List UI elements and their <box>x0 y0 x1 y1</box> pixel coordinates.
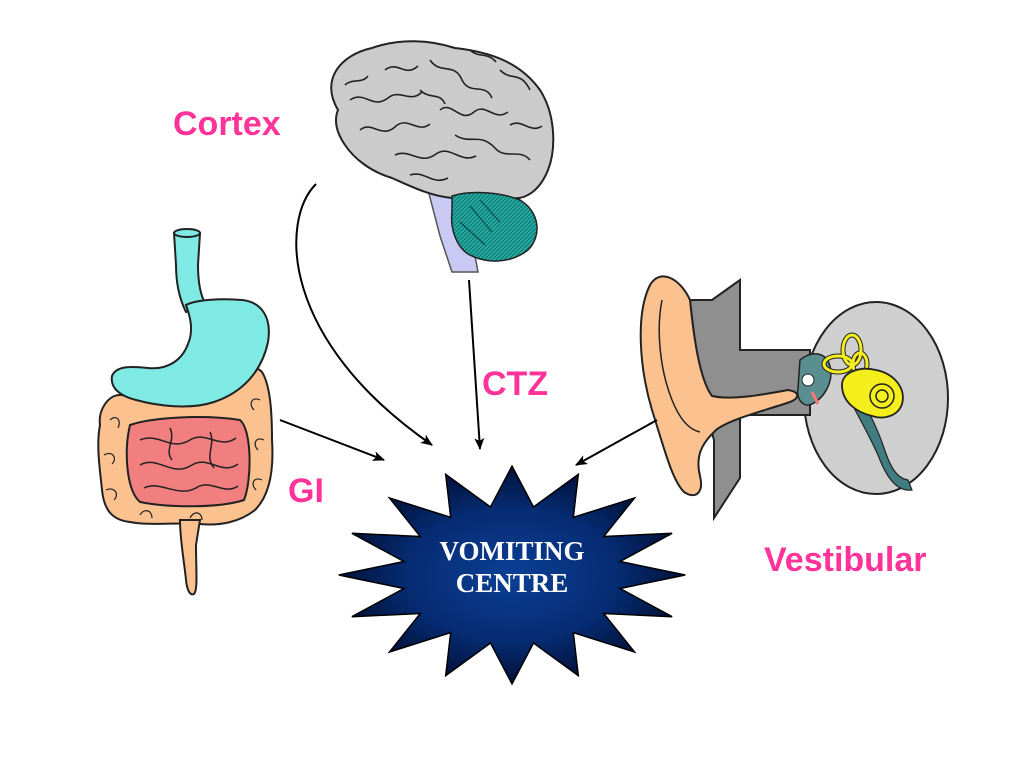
label-vestibular: Vestibular <box>764 541 927 579</box>
digestive-tract-icon <box>97 228 274 596</box>
stomach <box>110 298 270 408</box>
vomiting-centre-line2: CENTRE <box>455 568 569 598</box>
vomiting-centre-line1: VOMITING <box>439 536 585 566</box>
brain-folds <box>344 49 543 182</box>
label-ctz: CTZ <box>482 365 549 403</box>
outer-ear <box>639 275 799 497</box>
cerebrum <box>330 40 555 206</box>
arrow-vestibular-to-centre <box>575 419 658 466</box>
brain-icon <box>330 40 555 273</box>
small-intestine-loops <box>139 427 239 492</box>
arrow-cortex-to-centre <box>295 183 433 446</box>
arrow-ctz-to-centre <box>468 279 485 450</box>
label-cortex: Cortex <box>173 105 281 143</box>
vestibular-nerve <box>849 395 913 491</box>
arrow-gi-to-centre <box>279 419 385 461</box>
starburst-icon <box>338 464 686 686</box>
vomiting-centre-label: VOMITING CENTRE <box>400 535 624 599</box>
ear-anatomy-icon <box>639 275 949 522</box>
small-intestine <box>125 416 251 508</box>
pathway-arrows <box>279 183 658 466</box>
rectum <box>178 519 202 596</box>
colon-haustra <box>103 398 265 521</box>
label-gi: GI <box>288 472 324 510</box>
cochlea <box>841 367 904 419</box>
